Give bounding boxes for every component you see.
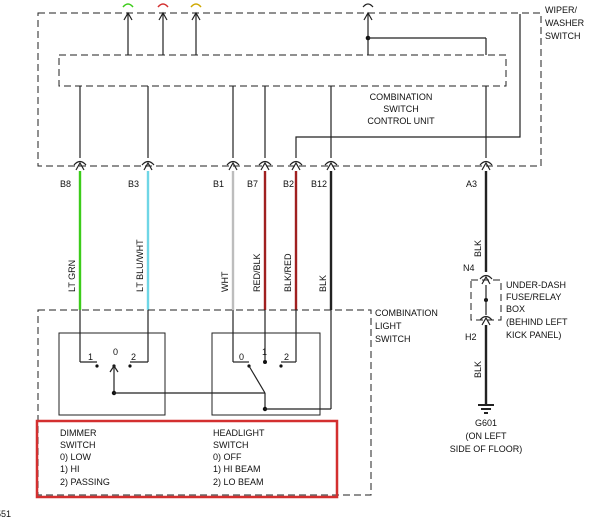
headlight-title-2: SWITCH	[213, 440, 249, 450]
pin-b1-label: B1	[213, 179, 224, 189]
legend-highlight-box	[35, 419, 339, 499]
ground-location-1: (ON LEFT	[465, 431, 507, 441]
fuse-label-3: BOX	[506, 304, 525, 314]
pin-b7-label: B7	[247, 179, 258, 189]
wire-label-blk-lower: BLK	[473, 361, 483, 378]
figure-number: 551	[0, 509, 11, 519]
light-switch-label-3: SWITCH	[375, 334, 411, 344]
headlight-position-1: 1) HI BEAM	[213, 464, 261, 474]
dimmer-contact-0: 0	[113, 347, 118, 357]
control-unit-box	[58, 54, 507, 87]
dimmer-title-1: DIMMER	[60, 428, 97, 438]
top-outputs	[122, 3, 202, 55]
pin-b2-label: B2	[283, 179, 294, 189]
dimmer-position-2: 2) PASSING	[60, 477, 110, 487]
connector-symbols	[73, 160, 493, 171]
ground-location-2: SIDE OF FLOOR)	[450, 444, 523, 454]
combination-light-switch-box	[37, 309, 372, 496]
dimmer-contact-1: 1	[88, 352, 93, 362]
headlight-title-1: HEADLIGHT	[213, 428, 265, 438]
ground-symbol	[478, 404, 494, 414]
wire-label-red-blk: RED/BLK	[252, 253, 262, 292]
wiper-washer-connection	[295, 3, 521, 158]
fuse-relay-box	[470, 274, 502, 405]
ground-id: G601	[475, 418, 497, 428]
internal-wires	[79, 86, 332, 158]
wire-label-blk-a3: BLK	[473, 240, 483, 257]
fuse-label-4: (BEHIND LEFT	[506, 317, 568, 327]
dimmer-position-0: 0) LOW	[60, 452, 92, 462]
wire-label-blk: BLK	[318, 275, 328, 292]
headlight-contact-2: 2	[284, 352, 289, 362]
headlight-position-0: 0) OFF	[213, 452, 242, 462]
wire-label-blk-red: BLK/RED	[283, 253, 293, 292]
fuse-bottom-pin: H2	[465, 332, 477, 342]
pin-a3-label: A3	[466, 179, 477, 189]
wire-label-lt-grn: LT GRN	[67, 260, 77, 292]
headlight-contact-1: 1	[262, 347, 267, 357]
dimmer-contact-2: 2	[131, 352, 136, 362]
wiper-washer-label-2: WASHER	[545, 18, 585, 28]
headlight-position-2: 2) LO BEAM	[213, 477, 264, 487]
light-switch-label-2: LIGHT	[375, 321, 402, 331]
pin-b3-label: B3	[128, 179, 139, 189]
wire-label-lt-blu-wht: LT BLU/WHT	[135, 239, 145, 292]
fuse-label-2: FUSE/RELAY	[506, 292, 561, 302]
control-unit-label-1: COMBINATION	[370, 92, 433, 102]
light-switch-label-1: COMBINATION	[375, 308, 438, 318]
dimmer-position-1: 1) HI	[60, 464, 80, 474]
dimmer-title-2: SWITCH	[60, 440, 96, 450]
control-unit-label-2: SWITCH	[383, 104, 419, 114]
combination-switch-box	[37, 12, 542, 167]
fuse-label-1: UNDER-DASH	[506, 280, 566, 290]
wiper-washer-label-3: SWITCH	[545, 31, 581, 41]
control-unit-label-3: CONTROL UNIT	[367, 116, 435, 126]
dimmer-switch-schematic	[58, 310, 265, 416]
pin-b8-label: B8	[60, 179, 71, 189]
fuse-top-pin: N4	[463, 263, 475, 273]
pin-b12-label: B12	[311, 179, 327, 189]
wiper-washer-label-1: WIPER/	[545, 5, 578, 15]
headlight-switch-schematic	[211, 310, 332, 416]
wire-label-wht: WHT	[220, 271, 230, 292]
headlight-contact-0: 0	[239, 352, 244, 362]
fuse-label-5: KICK PANEL)	[506, 330, 561, 340]
